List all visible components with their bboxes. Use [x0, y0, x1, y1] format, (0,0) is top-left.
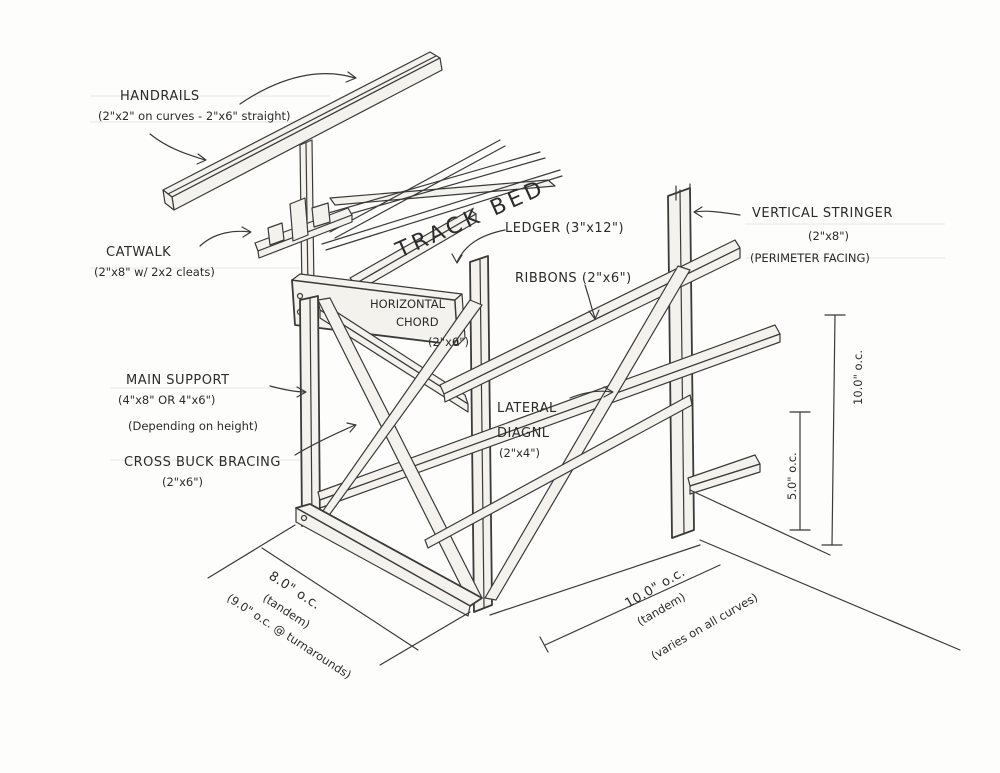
main-support-left: [299, 295, 321, 527]
label-lateral-1: LATERAL: [497, 401, 557, 416]
label-main-support: MAIN SUPPORT: [126, 373, 230, 388]
bottom-sill: [295, 503, 483, 617]
label-vertical-stringer: VERTICAL STRINGER: [752, 206, 893, 221]
label-main-support-size: (4"x8" OR 4"x6"): [118, 393, 215, 407]
label-handrails-sub: (2"x2" on curves - 2"x6" straight): [98, 109, 291, 123]
horizontal-chord: [317, 299, 469, 413]
leader-arrows: [149, 71, 741, 456]
paper-ruling: [90, 95, 945, 461]
label-horizontal-chord-1: HORIZONTAL: [370, 297, 446, 311]
label-cross-buck: CROSS BUCK BRACING: [124, 455, 281, 470]
label-main-support-sub: (Depending on height): [128, 419, 258, 433]
label-lateral-size: (2"x4"): [499, 446, 540, 460]
label-ledger: LEDGER (3"x12"): [505, 221, 624, 236]
label-dim-5-vert: 5.0" o.c.: [785, 452, 799, 500]
label-catwalk: CATWALK: [106, 245, 171, 260]
label-ribbons: RIBBONS (2"x6"): [515, 271, 632, 286]
dimension-lines: [207, 314, 961, 666]
label-handrails: HANDRAILS: [120, 89, 200, 104]
label-vertical-stringer-sub: (PERIMETER FACING): [750, 251, 870, 265]
label-catwalk-sub: (2"x8" w/ 2x2 cleats): [94, 265, 215, 279]
label-horizontal-chord-size: (2"x6"): [428, 335, 469, 349]
label-dim-10-vert: 10.0" o.c.: [851, 350, 865, 405]
track-bed: [317, 139, 563, 293]
lateral-diagonal: [424, 265, 693, 601]
label-vertical-stringer-size: (2"x8"): [808, 229, 849, 243]
label-lateral-2: DIAGNL: [497, 426, 550, 441]
handrail: [162, 51, 443, 211]
label-cross-buck-size: (2"x6"): [162, 475, 203, 489]
label-horizontal-chord-2: CHORD: [396, 315, 439, 329]
catwalk: [254, 197, 353, 259]
